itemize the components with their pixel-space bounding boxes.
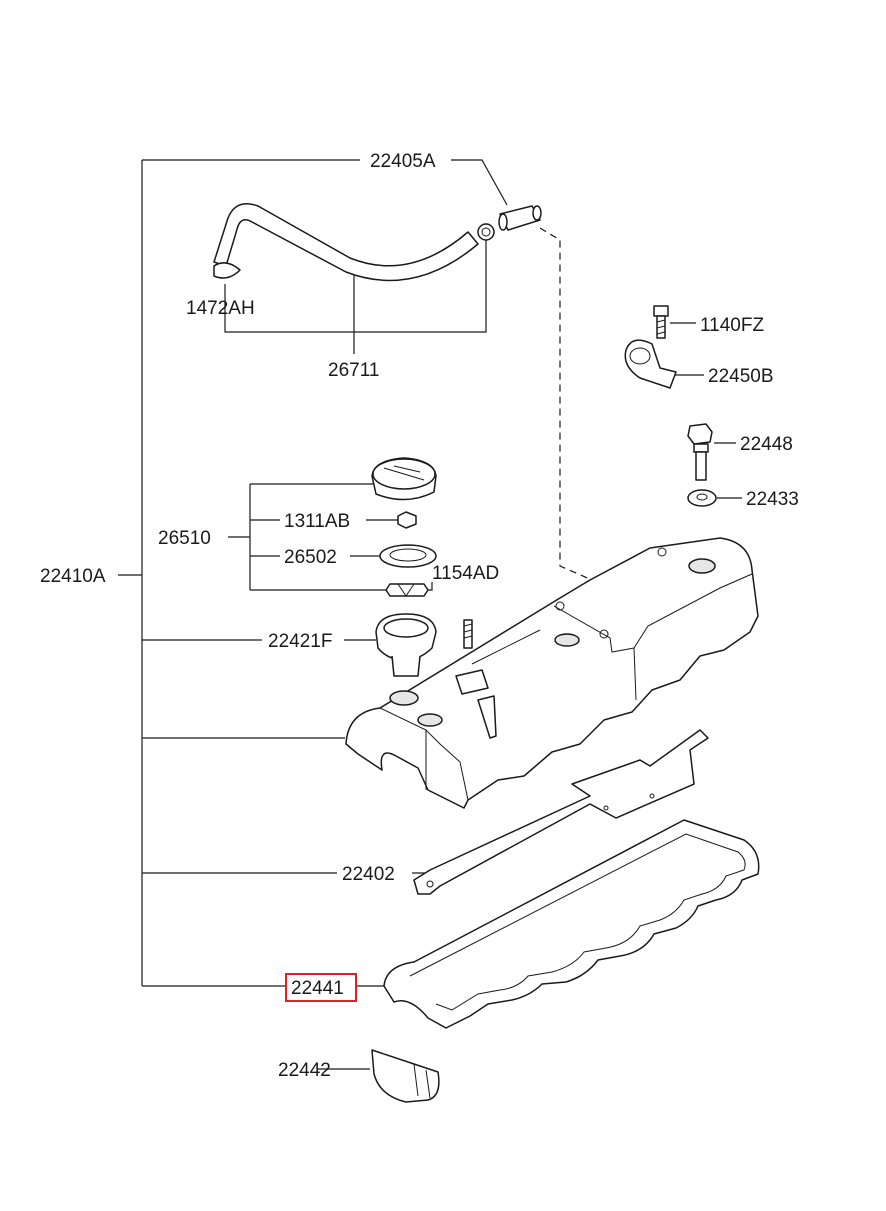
cap-nut: [397, 511, 417, 529]
cap-pin: [385, 583, 429, 597]
label-22442: 22442: [278, 1060, 331, 1081]
label-26711: 26711: [328, 360, 379, 381]
pcv-valve: [498, 205, 542, 231]
label-22402: 22402: [342, 864, 395, 885]
label-22405A: 22405A: [370, 151, 436, 172]
filler-neck: [375, 613, 437, 677]
label-1154AD: 1154AD: [432, 563, 499, 584]
label-22448: 22448: [740, 434, 793, 455]
rocker-cover: [345, 537, 759, 809]
label-26502: 26502: [284, 547, 337, 568]
label-22410A: 22410A: [40, 566, 106, 587]
label-22433: 22433: [746, 489, 799, 510]
hose-clip: [624, 339, 677, 389]
cap-gasket: [379, 544, 437, 568]
stud-bolt: [463, 619, 473, 649]
cover-gasket: [383, 819, 760, 1029]
label-22421F: 22421F: [268, 631, 332, 652]
label-1472AH: 1472AH: [186, 298, 255, 319]
leader-lines: [118, 159, 742, 1070]
bolt-washer: [687, 489, 717, 507]
seal-cap: [371, 1049, 440, 1103]
highlight-box-22441: [285, 973, 357, 1002]
cover-bolt: [687, 423, 713, 481]
label-1140FZ: 1140FZ: [700, 315, 764, 336]
label-1311AB: 1311AB: [284, 511, 350, 532]
filler-cap: [371, 457, 437, 501]
label-22450B: 22450B: [708, 366, 774, 387]
baffle-plate: [413, 729, 709, 895]
bracket-bolt: [653, 305, 669, 339]
breather-hose: [213, 203, 495, 282]
label-26510: 26510: [158, 528, 211, 549]
label-22441[interactable]: 22441: [291, 978, 344, 999]
